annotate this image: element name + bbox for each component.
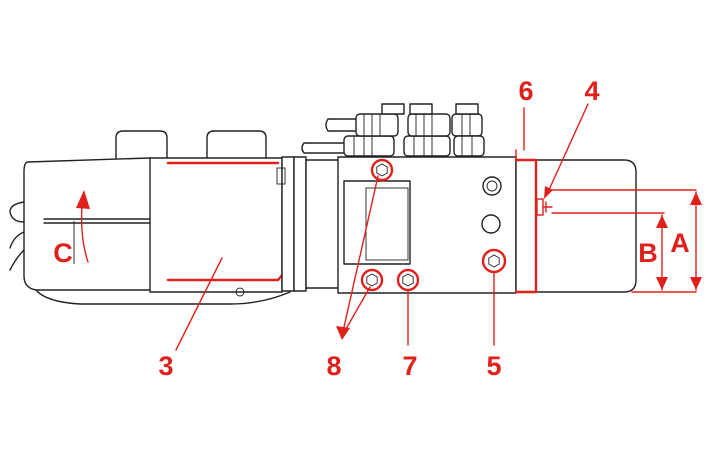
callout-4: 4: [584, 76, 599, 106]
callout-7: 7: [402, 351, 417, 381]
callout-B: B: [638, 238, 658, 268]
motor-pump-adapter: [276, 156, 341, 292]
callout-8: 8: [326, 351, 341, 381]
reservoir-tank: [514, 149, 702, 294]
callout-C: C: [53, 238, 73, 268]
hydraulic-fittings: [301, 103, 485, 157]
leader-lines: [175, 103, 589, 351]
callout-3: 3: [158, 351, 173, 381]
screw-8-lower: [360, 268, 384, 292]
callout-5: 5: [486, 351, 501, 381]
callout-A: A: [670, 228, 690, 258]
electric-motor: [9, 130, 291, 305]
screw-8-upper: [370, 158, 394, 182]
callout-6: 6: [518, 76, 533, 106]
